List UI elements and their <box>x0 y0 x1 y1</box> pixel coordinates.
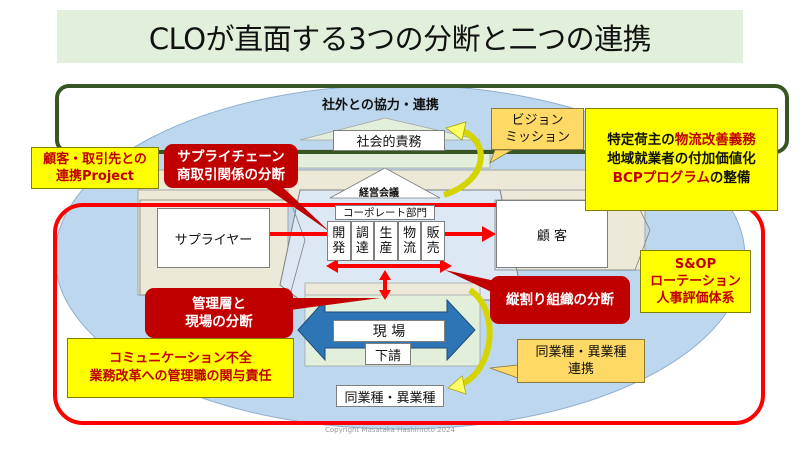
corporate-dept-box: コーポレート部門 <box>335 205 435 220</box>
vision-mission-note: ビジョン ミッション <box>491 108 584 150</box>
dept-production-line1: 生 <box>379 226 393 241</box>
field-box: 現 場 <box>333 320 445 342</box>
vertical-org-disconnect-callout: 縦割り組織の分断 <box>490 276 630 324</box>
page-title: CLOが直面する3つの分断と二つの連携 <box>57 10 743 63</box>
supplier-label: サプライヤー <box>174 232 253 248</box>
supply-chain-tail <box>255 180 330 232</box>
supplier-box: サプライヤー <box>157 208 270 268</box>
sop-line1: S&OP <box>674 257 717 272</box>
dept-procurement-line2: 達 <box>355 241 369 256</box>
dept-development: 開 発 <box>327 221 351 261</box>
supply-chain-disconnect-callout: サプライチェーン 商取引関係の分断 <box>164 144 298 188</box>
sop-line3: 人事評価体系 <box>656 291 735 306</box>
dept-development-line1: 開 <box>332 226 346 241</box>
customer-project-line2: 連携Project <box>55 169 135 184</box>
field-label: 現 場 <box>372 324 406 340</box>
shipper-line3-b: の整備 <box>709 170 751 186</box>
industry-collab-line2: 連携 <box>567 362 594 377</box>
red-arrowhead-right <box>482 226 496 242</box>
sop-note: S&OP ローテーション 人事評価体系 <box>640 250 751 313</box>
dept-logistics-line2: 流 <box>403 241 417 256</box>
shipper-line2: 地域就業者の付加価値化 <box>607 151 756 167</box>
yellow-arrowhead-top <box>445 121 467 141</box>
industry-collab-line1: 同業種・異業種 <box>535 345 627 360</box>
dept-procurement-line1: 調 <box>355 226 369 241</box>
yellow-arrowhead-bottom <box>447 375 467 395</box>
external-collab-frame <box>55 84 789 154</box>
dept-development-line2: 発 <box>332 241 346 256</box>
shipper-line3: BCPプログラムの整備 <box>613 169 751 188</box>
dept-logistics: 物 流 <box>397 221 422 261</box>
red-arrowhead-up <box>379 270 391 280</box>
sop-line2: ローテーション <box>650 274 741 289</box>
vertical-tail <box>445 270 500 296</box>
social-responsibility-label: 社会的責務 <box>356 135 422 150</box>
subcontract-box: 下請 <box>365 343 411 365</box>
external-collab-label: 社外との協力・連携 <box>322 98 439 113</box>
shipper-line1: 特定荷主の物流改善義務 <box>607 131 756 150</box>
subcontract-label: 下請 <box>374 348 401 364</box>
dept-procurement: 調 達 <box>350 221 375 261</box>
vision-line2: ミッション <box>504 130 570 145</box>
customer-project-note: 顧客・取引先との 連携Project <box>31 147 159 189</box>
yellow-curve-arrow-top <box>442 127 484 198</box>
vision-tail <box>489 149 514 164</box>
dept-sales-line1: 販 <box>426 226 440 241</box>
shipper-obligation-note: 特定荷主の物流改善義務 地域就業者の付加価値化 BCPプログラムの整備 <box>585 108 778 211</box>
vertical-callout-line1: 縦割り組織の分断 <box>506 292 614 308</box>
shipper-line1-b: 物流改善義務 <box>674 132 756 148</box>
management-callout-line1: 管理層と <box>192 296 246 312</box>
management-callout-line2: 現場の分断 <box>185 314 253 330</box>
dept-sales: 販 売 <box>421 221 445 261</box>
supply-chain-callout-line2: 商取引関係の分断 <box>177 167 285 183</box>
copyright-text: Copyright Masataka Hashimoto 2024 <box>325 426 455 434</box>
management-field-disconnect-callout: 管理層と 現場の分断 <box>145 288 293 338</box>
same-diff-industry-box: 同業種・異業種 <box>336 385 444 407</box>
shipper-line3-a: BCPプログラム <box>612 170 710 186</box>
vision-line1: ビジョン <box>511 113 564 128</box>
shipper-line1-a: 特定荷主の <box>607 132 675 148</box>
social-responsibility-box: 社会的責務 <box>333 130 445 151</box>
dept-production-line2: 産 <box>379 241 393 256</box>
department-row: 開 発 調 達 生 産 物 流 販 売 <box>327 221 445 261</box>
dept-sales-line2: 売 <box>426 241 440 256</box>
industry-collab-note: 同業種・異業種 連携 <box>517 339 645 383</box>
communication-note: コミュニケーション不全 業務改革への管理職の関与責任 <box>67 338 294 398</box>
customer-label: 顧 客 <box>536 228 568 244</box>
management-tail <box>290 298 380 310</box>
customer-project-line1: 顧客・取引先との <box>43 152 147 167</box>
dept-logistics-line1: 物 <box>403 226 417 241</box>
red-arrowhead-down <box>379 290 391 300</box>
mgmt-roof <box>329 167 441 199</box>
yellow-curve-arrow-bottom <box>458 287 493 388</box>
management-meeting-label: 経営会議 <box>359 188 399 199</box>
communication-line1: コミュニケーション不全 <box>109 351 252 366</box>
lower-band-top <box>304 282 481 296</box>
corporate-dept-label: コーポレート部門 <box>343 207 427 219</box>
same-diff-industry-label: 同業種・異業種 <box>344 390 436 406</box>
red-arrowhead-bottom-right <box>440 259 452 273</box>
dept-production: 生 産 <box>374 221 398 261</box>
communication-line2: 業務改革への管理職の関与責任 <box>89 369 272 384</box>
left-pentagon <box>139 199 306 296</box>
customer-box: 顧 客 <box>496 200 608 268</box>
supply-chain-callout-line1: サプライチェーン <box>177 149 285 165</box>
red-arrowhead-bottom-left <box>326 259 338 273</box>
